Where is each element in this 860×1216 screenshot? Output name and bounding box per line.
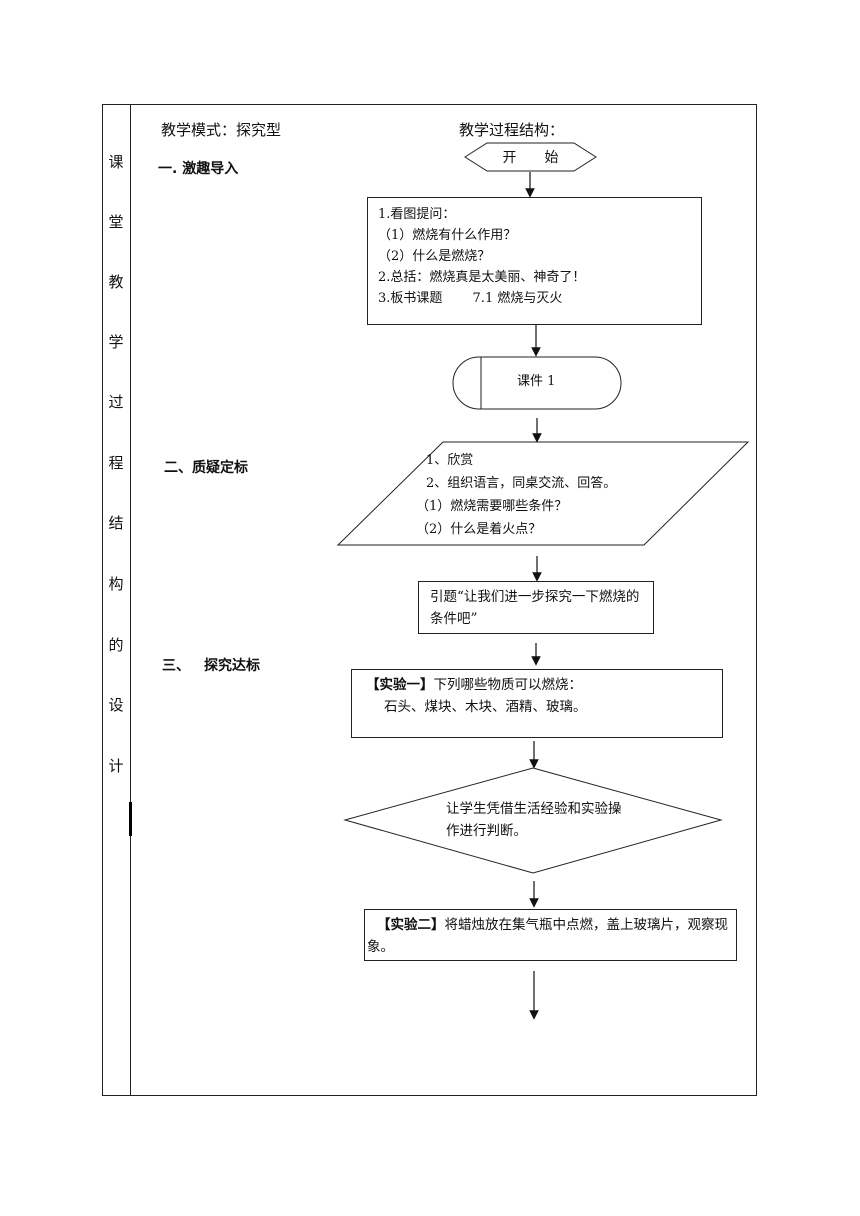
start-label: 开 始 <box>502 150 559 166</box>
discussion-text: 1、欣赏 2、组织语言，同桌交流、回答。 （1）燃烧需要哪些条件？ （2）什么是… <box>416 449 616 541</box>
side-title-char: 过 <box>108 393 124 411</box>
question-line: 3.板书课题 7.1 燃烧与灭火 <box>378 291 563 306</box>
side-title-char: 结 <box>108 514 124 532</box>
side-title-char: 课 <box>108 153 124 171</box>
question-line: 1.看图提问： <box>378 207 456 222</box>
side-title-char: 的 <box>108 636 124 654</box>
table-frame <box>102 104 757 1096</box>
question-line: 2.总括：燃烧真是太美丽、神奇了！ <box>378 270 586 285</box>
section-3-number: 三、 <box>162 658 190 674</box>
divider-mark <box>129 802 132 836</box>
discussion-line: （2）什么是着火点？ <box>416 522 542 537</box>
teaching-mode: 教学模式：探究型 <box>161 121 282 139</box>
discussion-line: 1、欣赏 <box>426 453 474 468</box>
side-title-char: 程 <box>108 454 124 472</box>
side-title-char: 堂 <box>108 213 124 231</box>
experiment-2-box: 【实验二】将蜡烛放在集气瓶中点燃，盖上玻璃片，观察现象。 <box>364 909 737 961</box>
side-title-char: 学 <box>108 333 124 351</box>
courseware-shape <box>452 356 622 410</box>
experiment-2-text: 将蜡烛放在集气瓶中点燃，盖上玻璃片，观察现象。 <box>367 917 728 955</box>
experiment-2-tag: 【实验二】 <box>377 917 445 933</box>
discussion-line: 2、组织语言，同桌交流、回答。 <box>426 476 617 491</box>
courseware-label: 课件 1 <box>517 374 556 389</box>
experiment-1-prompt: 下列哪些物质可以燃烧： <box>433 677 583 693</box>
side-title-char: 教 <box>108 273 124 291</box>
section-2-title: 二、质疑定标 <box>164 460 248 476</box>
question-line: （1）燃烧有什么作用？ <box>378 228 517 243</box>
structure-title: 教学过程结构： <box>459 121 565 139</box>
start-hexagon <box>464 142 597 172</box>
experiment-1-items: 石头、煤块、木块、酒精、玻璃。 <box>384 699 587 715</box>
side-title-char: 设 <box>108 696 124 714</box>
question-line: （2）什么是燃烧？ <box>378 249 491 264</box>
intro-box: 引题“让我们进一步探究一下燃烧的条件吧” <box>418 581 654 634</box>
section-3-title: 探究达标 <box>204 658 260 674</box>
decision-text: 让学生凭借生活经验和实验操作进行判断。 <box>446 801 622 839</box>
side-title-char: 计 <box>108 757 124 775</box>
experiment-1-box: 【实验一】下列哪些物质可以燃烧： 石头、煤块、木块、酒精、玻璃。 <box>351 669 723 738</box>
experiment-1-tag: 【实验一】 <box>366 677 434 693</box>
side-title-char: 构 <box>108 575 124 593</box>
intro-text: 引题“让我们进一步探究一下燃烧的条件吧” <box>430 589 640 627</box>
column-divider <box>130 104 131 1096</box>
discussion-parallelogram <box>336 441 750 546</box>
section-1-title: 一. 激趣导入 <box>158 161 239 177</box>
question-box: 1.看图提问： （1）燃烧有什么作用？ （2）什么是燃烧？ 2.总括：燃烧真是太… <box>367 197 702 325</box>
decision-diamond <box>343 767 723 874</box>
discussion-line: （1）燃烧需要哪些条件？ <box>416 499 568 514</box>
